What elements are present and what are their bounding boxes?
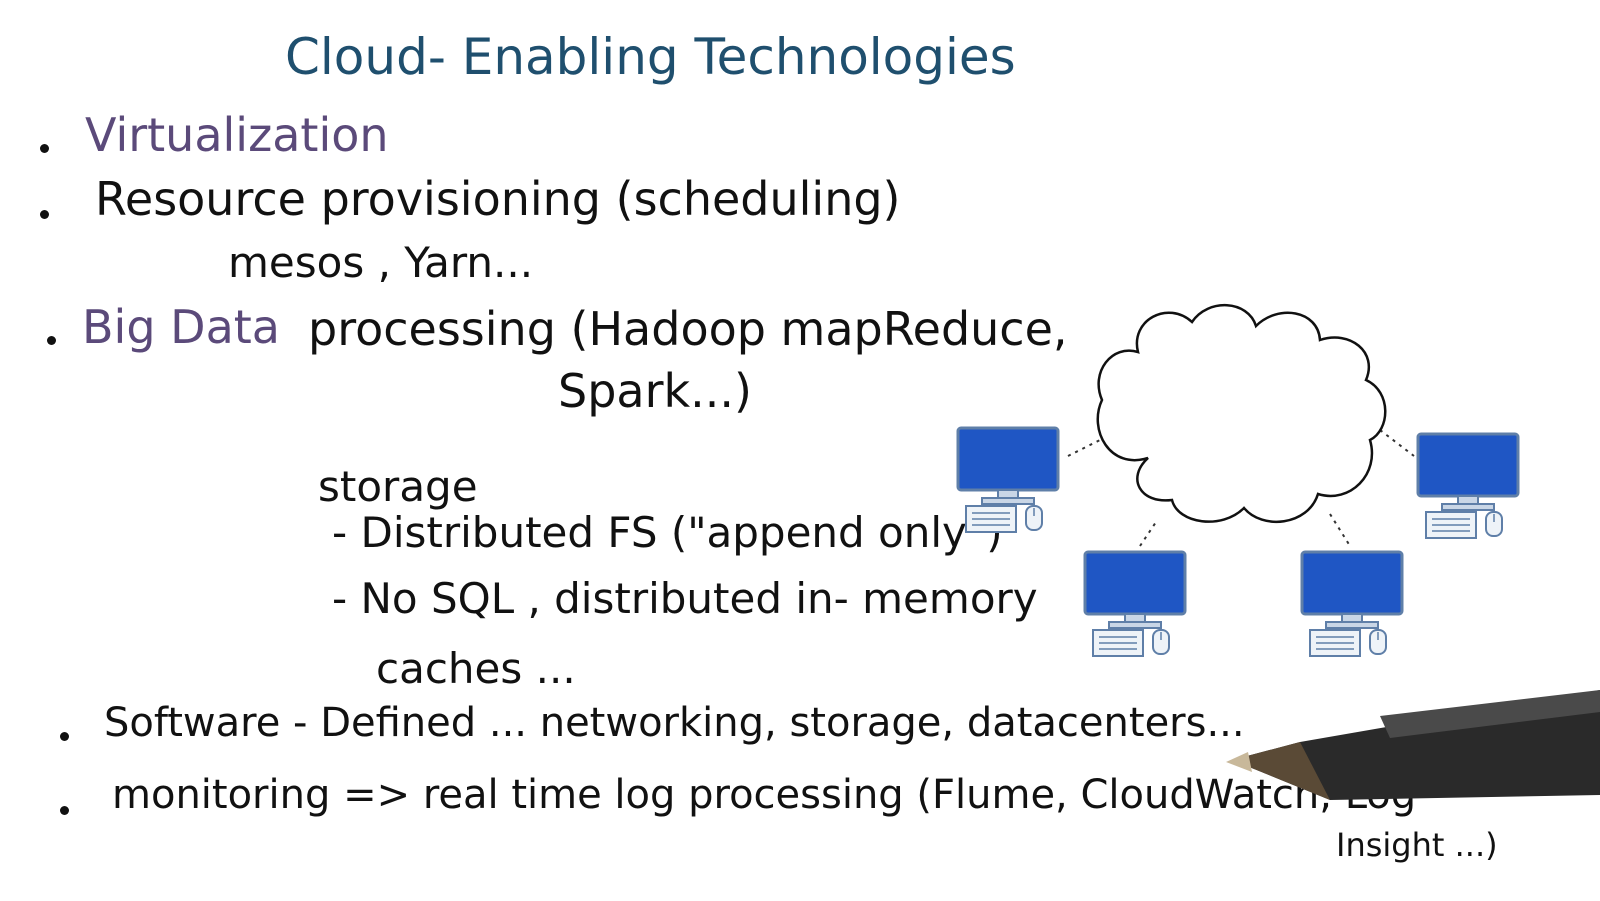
bullet-dot — [40, 210, 49, 219]
computer-icon — [1300, 550, 1404, 657]
pen-icon — [1226, 690, 1600, 800]
storage-caches: caches ... — [376, 644, 576, 693]
bullet-dot — [60, 806, 69, 815]
item-virtualization: Virtualization — [85, 108, 389, 162]
page-title: Cloud- Enabling Technologies — [285, 28, 1016, 86]
item-big-data-processing: processing (Hadoop mapReduce, — [308, 302, 1068, 356]
cloud-icon — [1096, 304, 1387, 523]
bullet-dot — [47, 336, 56, 345]
bullet-dot — [60, 732, 69, 741]
item-big-data-examples: Spark...) — [558, 364, 752, 418]
storage-heading: storage — [318, 462, 478, 511]
computer-icon — [1083, 550, 1187, 657]
item-resource-examples: mesos , Yarn... — [228, 238, 534, 287]
item-monitoring-examples: Insight ...) — [1336, 826, 1498, 864]
item-monitoring: monitoring => real time log processing (… — [112, 772, 1417, 818]
storage-distributed-fs: - Distributed FS ("append only") — [332, 508, 1003, 557]
computer-icon — [956, 426, 1060, 533]
item-big-data-label: Big Data — [82, 300, 280, 354]
item-resource-provisioning: Resource provisioning (scheduling) — [95, 172, 901, 226]
item-software-defined: Software - Defined ... networking, stora… — [104, 700, 1245, 746]
bullet-dot — [40, 144, 49, 153]
computer-icon — [1416, 432, 1520, 539]
storage-nosql: - No SQL , distributed in- memory — [332, 574, 1038, 623]
network-links — [1067, 429, 1415, 547]
